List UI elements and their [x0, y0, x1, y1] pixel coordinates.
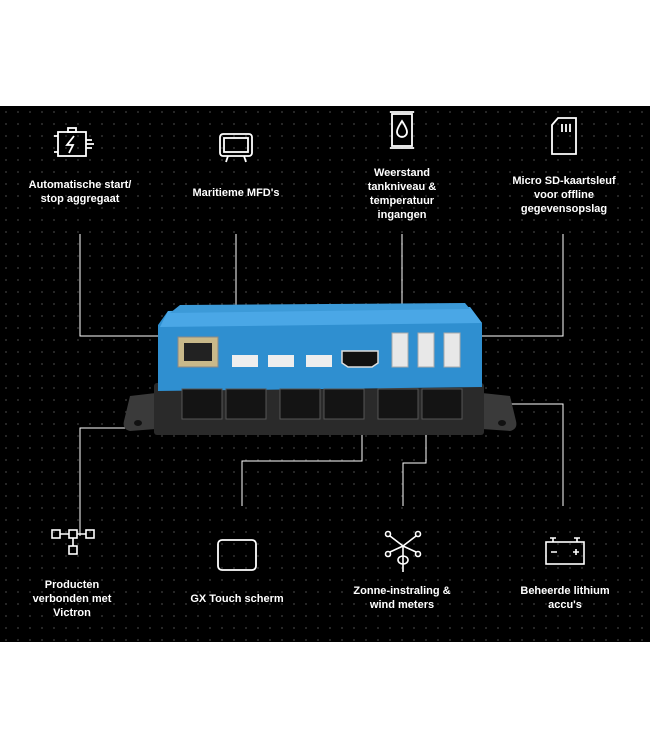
rj45-port-3: [279, 388, 321, 420]
sd-card-icon: [551, 117, 577, 155]
rj45-port-6: [421, 388, 463, 420]
label-battery: Beheerde lithium accu's: [520, 585, 610, 611]
battery-icon: [545, 537, 585, 565]
label-sensors: Zonne-instraling & wind meters: [353, 585, 451, 611]
label-tank: Weerstand tankniveau & temperatuur ingan…: [367, 167, 437, 221]
hdmi-port: [341, 350, 379, 368]
mounting-tab-right: [482, 393, 517, 431]
usb-port-1: [391, 332, 409, 368]
rj45-port-2: [225, 388, 267, 420]
connector-3: [306, 355, 332, 367]
network-nodes-icon: [51, 529, 95, 555]
rj45-port-4: [323, 388, 365, 420]
connector-2: [268, 355, 294, 367]
line-sdcard: [478, 234, 564, 337]
mounting-tab-left: [123, 393, 156, 431]
label-products: Producten verbonden met Victron: [32, 579, 112, 619]
rj45-port-5: [377, 388, 419, 420]
usb-port-2: [417, 332, 435, 368]
rj45-port-1: [181, 388, 223, 420]
label-sdcard: Micro SD-kaartsleuf voor offline gegeven…: [512, 175, 616, 215]
anemometer-icon: [384, 530, 422, 572]
label-generator: Automatische start/ stop aggregaat: [28, 179, 132, 205]
cerbo-gx-device: [123, 303, 517, 435]
label-gxtouch: GX Touch scherm: [190, 593, 284, 605]
line-generator: [79, 234, 175, 337]
touch-screen-icon: [217, 539, 257, 571]
device-housing: [158, 307, 482, 391]
connector-1: [232, 355, 258, 367]
mfd-display-icon: [219, 133, 253, 163]
feature-panel: Automatische start/ stop aggregaat Marit…: [0, 106, 650, 642]
tank-level-icon: [390, 111, 414, 149]
usb-port-3: [443, 332, 461, 368]
generator-icon: [54, 127, 94, 157]
label-mfd: Maritieme MFD's: [192, 187, 280, 199]
